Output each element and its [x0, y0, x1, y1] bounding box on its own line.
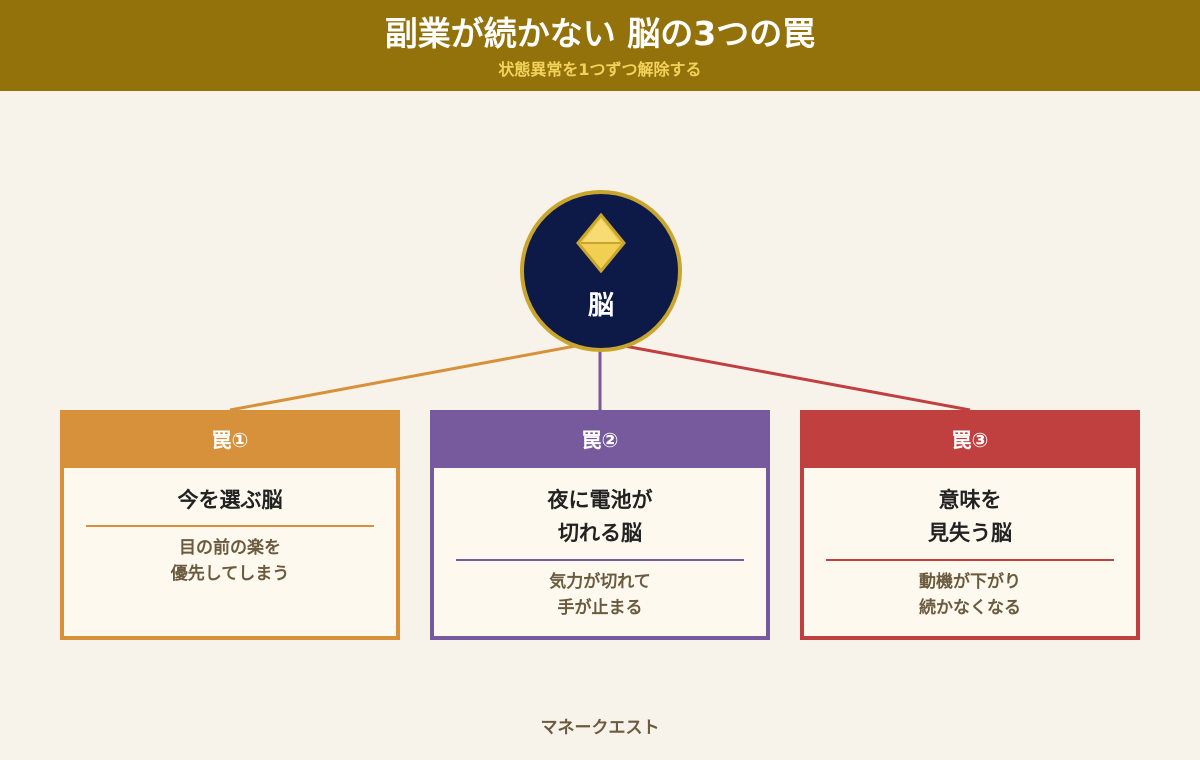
page-title: 副業が続かない 脳の3つの罠 — [384, 14, 816, 53]
trap-card-1-description: 目の前の楽を優先してしまう — [170, 538, 290, 584]
connector-trap-1 — [229, 340, 598, 412]
trap-card-3-header: 罠③ — [804, 414, 1136, 468]
trap-card-1: 罠① 今を選ぶ脳 目の前の楽を優先してしまう — [60, 410, 400, 640]
trap-card-1-title: 今を選ぶ脳 — [177, 488, 283, 512]
header-banner: 副業が続かない 脳の3つの罠 状態異常を1つずつ解除する — [0, 0, 1200, 91]
trap-card-2: 罠② 夜に電池が切れる脳 気力が切れて手が止まる — [430, 410, 770, 640]
brain-node: 脳 — [520, 190, 682, 352]
trap-card-2-title: 夜に電池が切れる脳 — [547, 488, 653, 545]
trap-card-2-description: 気力が切れて手が止まる — [549, 572, 651, 618]
trap-card-3: 罠③ 意味を見失う脳 動機が下がり続かなくなる — [800, 410, 1140, 640]
footer-credit: マネークエスト — [540, 718, 660, 738]
trap-card-3-divider — [826, 559, 1114, 561]
trap-card-3-title: 意味を見失う脳 — [928, 488, 1012, 545]
trap-card-2-divider — [456, 559, 744, 561]
brain-label: 脳 — [587, 291, 614, 321]
trap-card-3-description: 動機が下がり続かなくなる — [919, 572, 1021, 618]
connector-trap-3 — [602, 340, 971, 412]
trap-card-2-header: 罠② — [434, 414, 766, 468]
trap-card-1-divider — [86, 525, 374, 527]
trap-card-1-header: 罠① — [64, 414, 396, 468]
diamond-icon — [576, 213, 626, 273]
page-subtitle: 状態異常を1つずつ解除する — [498, 60, 702, 79]
